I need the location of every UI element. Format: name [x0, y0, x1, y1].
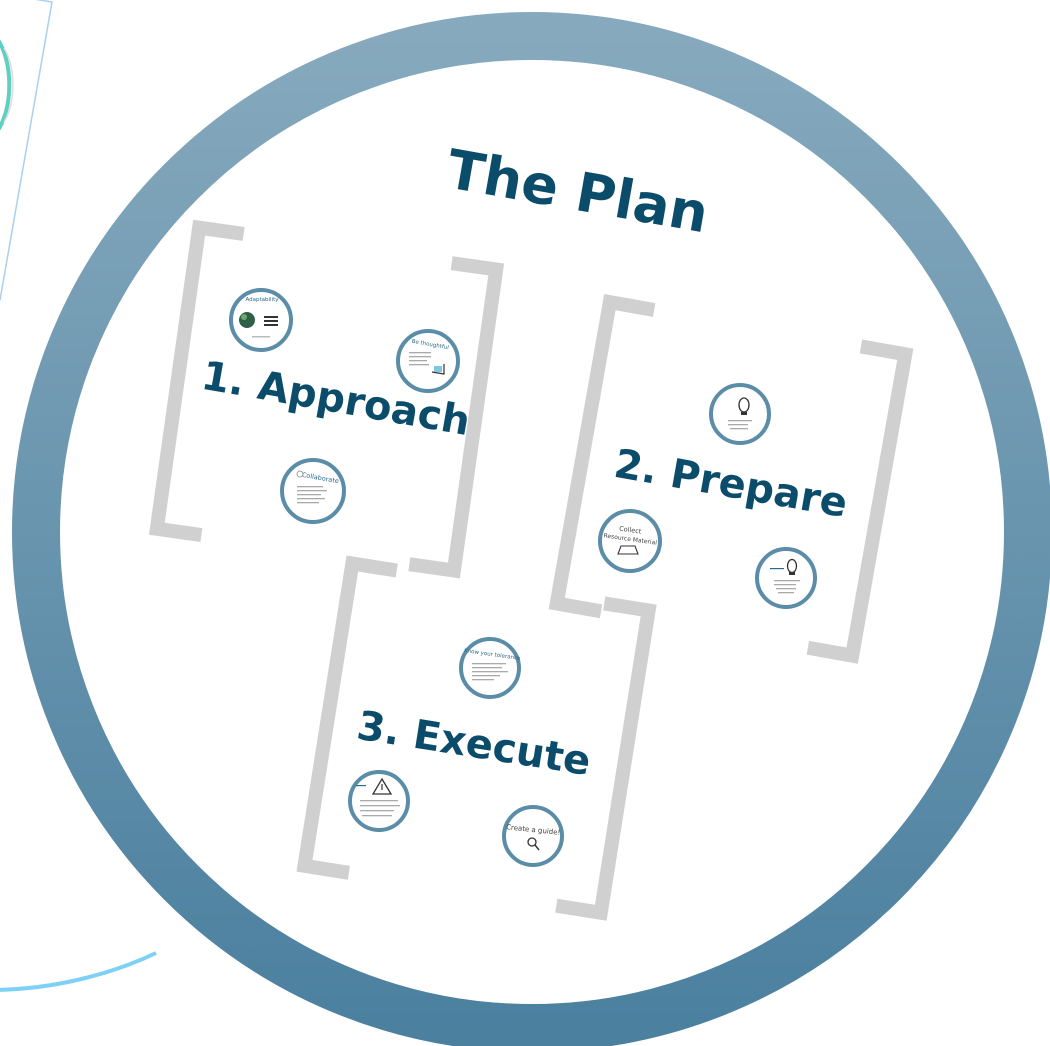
topic-collaborate[interactable]: Collaborate	[280, 458, 346, 524]
plan-ring[interactable]	[12, 12, 1050, 1046]
topic-idea[interactable]	[709, 383, 771, 445]
menu-icon	[264, 316, 278, 318]
bracket-left	[296, 555, 398, 880]
accent-arc	[0, 951, 157, 992]
topic-warning[interactable]	[348, 770, 410, 832]
offscreen-frame	[0, 0, 53, 301]
topic-create-a-guide[interactable]: Create a guide!	[502, 805, 564, 867]
globe-icon	[239, 312, 255, 328]
people-icon	[296, 470, 304, 478]
plan-circle-background	[36, 36, 1028, 1028]
topic-adaptability[interactable]: Adaptability	[229, 288, 293, 352]
laptop-icon	[617, 545, 639, 555]
topic-title: Collect	[619, 525, 643, 536]
topic-be-thoughtful[interactable]: Be thoughtful	[396, 329, 460, 393]
bracket-left	[548, 294, 656, 619]
topic-title: Adaptability	[245, 297, 279, 303]
chart-icon	[431, 364, 445, 375]
warning-icon	[371, 777, 393, 795]
bracket-right	[806, 339, 914, 664]
topic-collect-resource-material[interactable]: Collect Resource Material	[598, 509, 662, 573]
bracket-right	[408, 256, 505, 579]
search-icon	[527, 837, 537, 847]
topic-know-your-tolerance[interactable]: Know your tolerance	[459, 637, 521, 699]
bracket-right	[555, 596, 657, 921]
bracket-left	[148, 219, 245, 542]
offscreen-circle-arc	[0, 39, 12, 131]
topic-insight[interactable]	[755, 547, 817, 609]
